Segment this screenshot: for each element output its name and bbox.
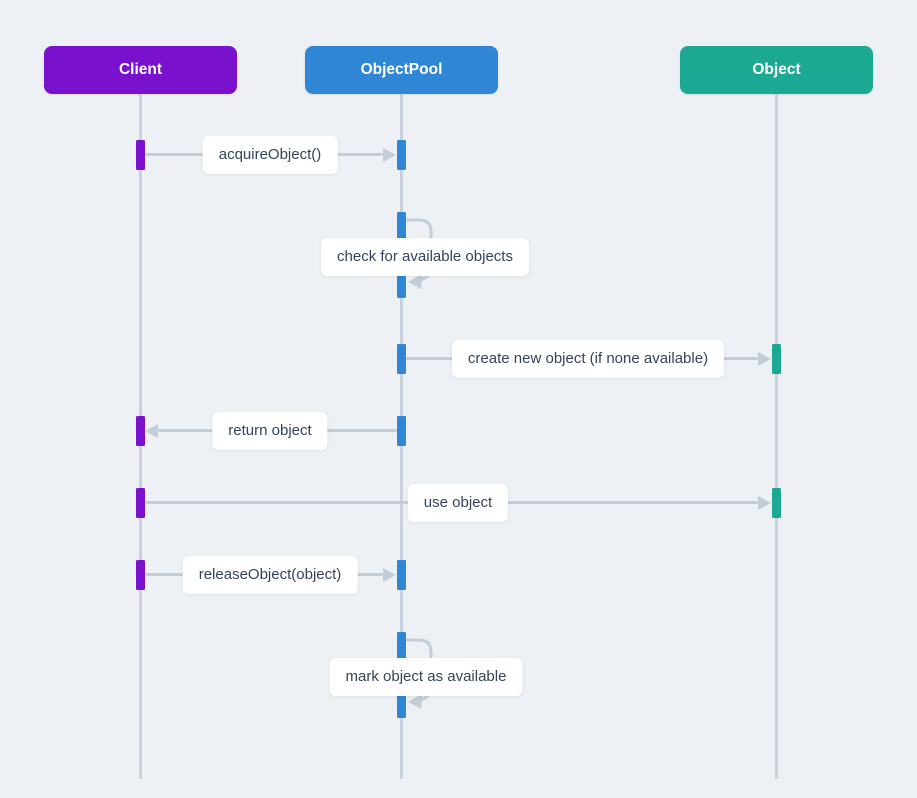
arrowhead-right-icon xyxy=(758,496,771,510)
activation-bar-objectpool xyxy=(397,560,406,590)
activation-bar-objectpool xyxy=(397,416,406,446)
actor-object: Object xyxy=(680,46,873,94)
actor-objectpool: ObjectPool xyxy=(305,46,498,94)
message-label: mark object as available xyxy=(329,658,523,696)
message-label: return object xyxy=(212,412,328,450)
self-loop-arrow-icon xyxy=(406,218,433,289)
arrowhead-right-icon xyxy=(383,568,396,582)
actor-client: Client xyxy=(44,46,237,94)
activation-bar-client xyxy=(136,416,145,446)
lifeline-object xyxy=(775,94,778,779)
arrowhead-right-icon xyxy=(383,148,396,162)
activation-bar-objectpool xyxy=(397,344,406,374)
activation-bar-objectpool xyxy=(397,140,406,170)
self-loop-arrow-icon xyxy=(406,638,433,709)
activation-bar-object xyxy=(772,344,781,374)
message-label: releaseObject(object) xyxy=(182,556,358,594)
activation-bar-client xyxy=(136,560,145,590)
activation-bar-client xyxy=(136,140,145,170)
message-label: acquireObject() xyxy=(202,136,338,174)
message-label: use object xyxy=(407,484,509,522)
arrowhead-left-icon xyxy=(145,424,158,438)
arrowhead-right-icon xyxy=(758,352,771,366)
activation-bar-client xyxy=(136,488,145,518)
message-label: create new object (if none available) xyxy=(451,340,725,378)
message-label: check for available objects xyxy=(321,238,529,276)
activation-bar-object xyxy=(772,488,781,518)
